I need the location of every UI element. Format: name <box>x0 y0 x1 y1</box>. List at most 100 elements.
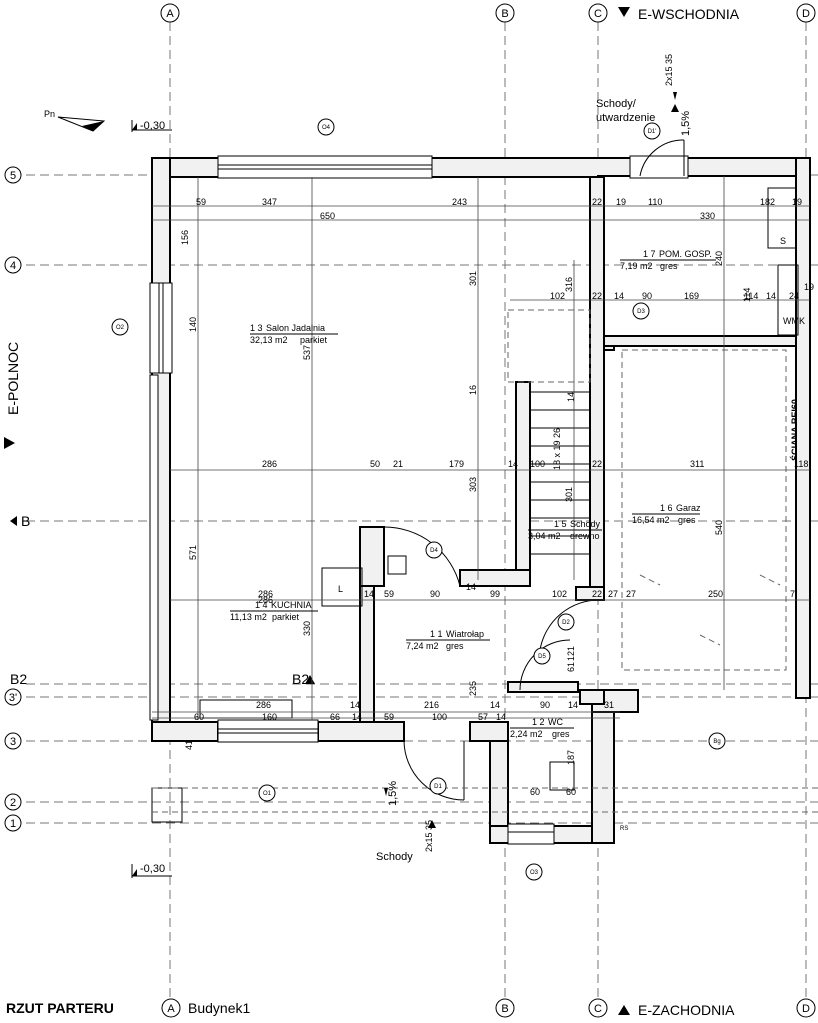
stairs-bottom-label: Schody <box>376 851 413 863</box>
stairs-internal: 18 x 19 26 <box>552 428 562 470</box>
axis-bubbles-bottom: B C D <box>495 998 816 1018</box>
dim-r3a-6: 102 <box>552 589 567 599</box>
svg-text:WC: WC <box>548 717 563 727</box>
svg-text:gres: gres <box>446 641 464 651</box>
tag-bg: Bg <box>713 739 720 745</box>
dim-wc-1: 60 <box>566 787 576 797</box>
svg-text:1 2: 1 2 <box>532 717 545 727</box>
misc-labels: WMK S L RS <box>338 236 805 832</box>
room-schody: 1 5 Schody 3,04 m2 drewno <box>528 519 602 541</box>
dim-v-16: 14 <box>566 392 576 402</box>
dim-v-11: 187 <box>566 750 576 765</box>
dim-r3a-4: 14 <box>466 582 476 592</box>
axis-row-b2-inner: B2 <box>292 671 309 687</box>
tag-d2: D2 <box>562 620 570 626</box>
dim-mid-2: 21 <box>393 459 403 469</box>
dim-bot-8: 90 <box>540 700 550 710</box>
footer-title: RZUT PARTERU <box>6 1000 114 1016</box>
svg-text:16,54 m2: 16,54 m2 <box>632 515 670 525</box>
axis-b-top: B <box>501 8 508 20</box>
elevation-left: E-POLNOC <box>5 342 21 415</box>
dim-r3b-5: 31 <box>604 700 614 710</box>
kitchen-l-label: L <box>338 584 343 594</box>
dim-v-10: 235 <box>468 681 478 696</box>
tag-d1: D1 <box>434 784 442 790</box>
dim-top-1: 347 <box>262 197 277 207</box>
dim-r3a-0: 286 <box>258 589 273 599</box>
svg-text:1 5: 1 5 <box>554 519 567 529</box>
dimension-lines <box>152 176 810 720</box>
svg-text:1 3: 1 3 <box>250 323 263 333</box>
dim-r3a-9: 27 <box>626 589 636 599</box>
room-kuchnia: 1 4 KUCHNIA 11,13 m2 parkiet <box>230 600 318 622</box>
axis-b-bottom: B <box>501 1003 508 1015</box>
elevation-top: E-WSCHODNIA <box>638 6 740 22</box>
level-marks: -0,30 -0,30 <box>131 120 172 878</box>
svg-text:1 1: 1 1 <box>430 629 443 639</box>
tag-d3: D3 <box>637 309 645 315</box>
dim-v-0: 156 <box>180 230 190 245</box>
axis-rows-left: 5 4 B B2 3' 3 2 1 B2 <box>4 166 315 832</box>
footer-building: Budynek1 <box>188 1000 250 1016</box>
svg-text:1 4: 1 4 <box>255 600 268 610</box>
dim-top-2: 243 <box>452 197 467 207</box>
dim-wc-0: 60 <box>530 787 540 797</box>
dim-bot-7: 14 <box>496 712 506 722</box>
axis-row-4: 4 <box>10 260 16 272</box>
dim-r4-2: 14 <box>614 291 624 301</box>
dim-v-9: 301 <box>564 487 574 502</box>
dim-top-5: 110 <box>648 197 662 207</box>
svg-text:Salon Jadalnia: Salon Jadalnia <box>266 323 325 333</box>
dim-r4-0: 102 <box>550 291 565 301</box>
elevation-marks: E-WSCHODNIA E-ZACHODNIA E-POLNOC ŚCIANA … <box>4 6 800 1018</box>
windows <box>149 155 689 845</box>
svg-text:gres: gres <box>660 261 678 271</box>
axis-c-top: C <box>594 8 602 20</box>
dim-v-4: 330 <box>302 621 312 636</box>
svg-text:parkiet: parkiet <box>272 612 300 622</box>
sink-s-label: S <box>780 236 786 246</box>
dim-r3a-2: 59 <box>384 589 394 599</box>
dim-top-8: 19 <box>792 197 802 207</box>
svg-text:parkiet: parkiet <box>300 335 328 345</box>
stairs-bottom-dim: 2x15 35 <box>424 820 434 852</box>
stairs-top-dim: 2x15 35 <box>664 54 674 86</box>
room-pom-gosp: 1 7 POM. GOSP. 7,19 m2 gres <box>620 249 716 271</box>
axis-row-1: 1 <box>10 818 16 830</box>
svg-text:1 7: 1 7 <box>643 249 656 259</box>
opening-tags: O4 D1' D3 O2 D4 D2 D5 O1 D1 O3 Bg <box>111 118 726 881</box>
dim-bot-4: 59 <box>384 712 394 722</box>
dim-bot-2: 66 <box>330 712 340 722</box>
svg-text:Garaz: Garaz <box>676 503 701 513</box>
wmk-label: WMK <box>783 316 805 326</box>
dim-r3b-1: 286 <box>256 700 271 710</box>
axis-row-b2: B2 <box>10 671 27 687</box>
dimension-text: 59 347 243 22 19 110 330 182 19 650 102 … <box>180 197 814 797</box>
dim-r4-3: 90 <box>642 291 652 301</box>
dim-top-6: 330 <box>700 211 715 221</box>
dim-bot-9: 14 <box>568 700 578 710</box>
footer: RZUT PARTERU A Budynek1 <box>6 998 250 1018</box>
stairs-top-slope: 1,5% <box>680 111 692 136</box>
svg-text:gres: gres <box>678 515 696 525</box>
dim-mid-5: 100 <box>530 459 545 469</box>
dim-v-8: 303 <box>468 477 478 492</box>
axis-row-3prime: 3' <box>9 692 17 704</box>
svg-text:3,04 m2: 3,04 m2 <box>528 531 561 541</box>
dim-v-18: 41 <box>184 740 194 750</box>
stairs-labels: Schody/ utwardzenie 2x15 35 1,5% Schody … <box>376 54 692 863</box>
footer-col: A <box>167 1003 175 1015</box>
room-garaz: 1 6 Garaz 16,54 m2 gres <box>632 503 701 525</box>
dim-mid-7: 311 <box>690 459 704 469</box>
dim-top-7: 182 <box>760 197 775 207</box>
dim-v-2: 537 <box>302 345 312 360</box>
dim-r3b-4: 14 <box>490 700 500 710</box>
dim-v-12: 240 <box>714 251 724 266</box>
dim-r3b-0: 286 <box>258 595 273 605</box>
dim-mid-4: 14 <box>508 459 518 469</box>
svg-text:POM. GOSP.: POM. GOSP. <box>659 249 712 259</box>
tag-o1: O1 <box>263 791 272 797</box>
dim-top-0: 59 <box>196 197 206 207</box>
rs-label: RS <box>620 826 628 832</box>
svg-text:11,13 m2: 11,13 m2 <box>230 612 267 622</box>
